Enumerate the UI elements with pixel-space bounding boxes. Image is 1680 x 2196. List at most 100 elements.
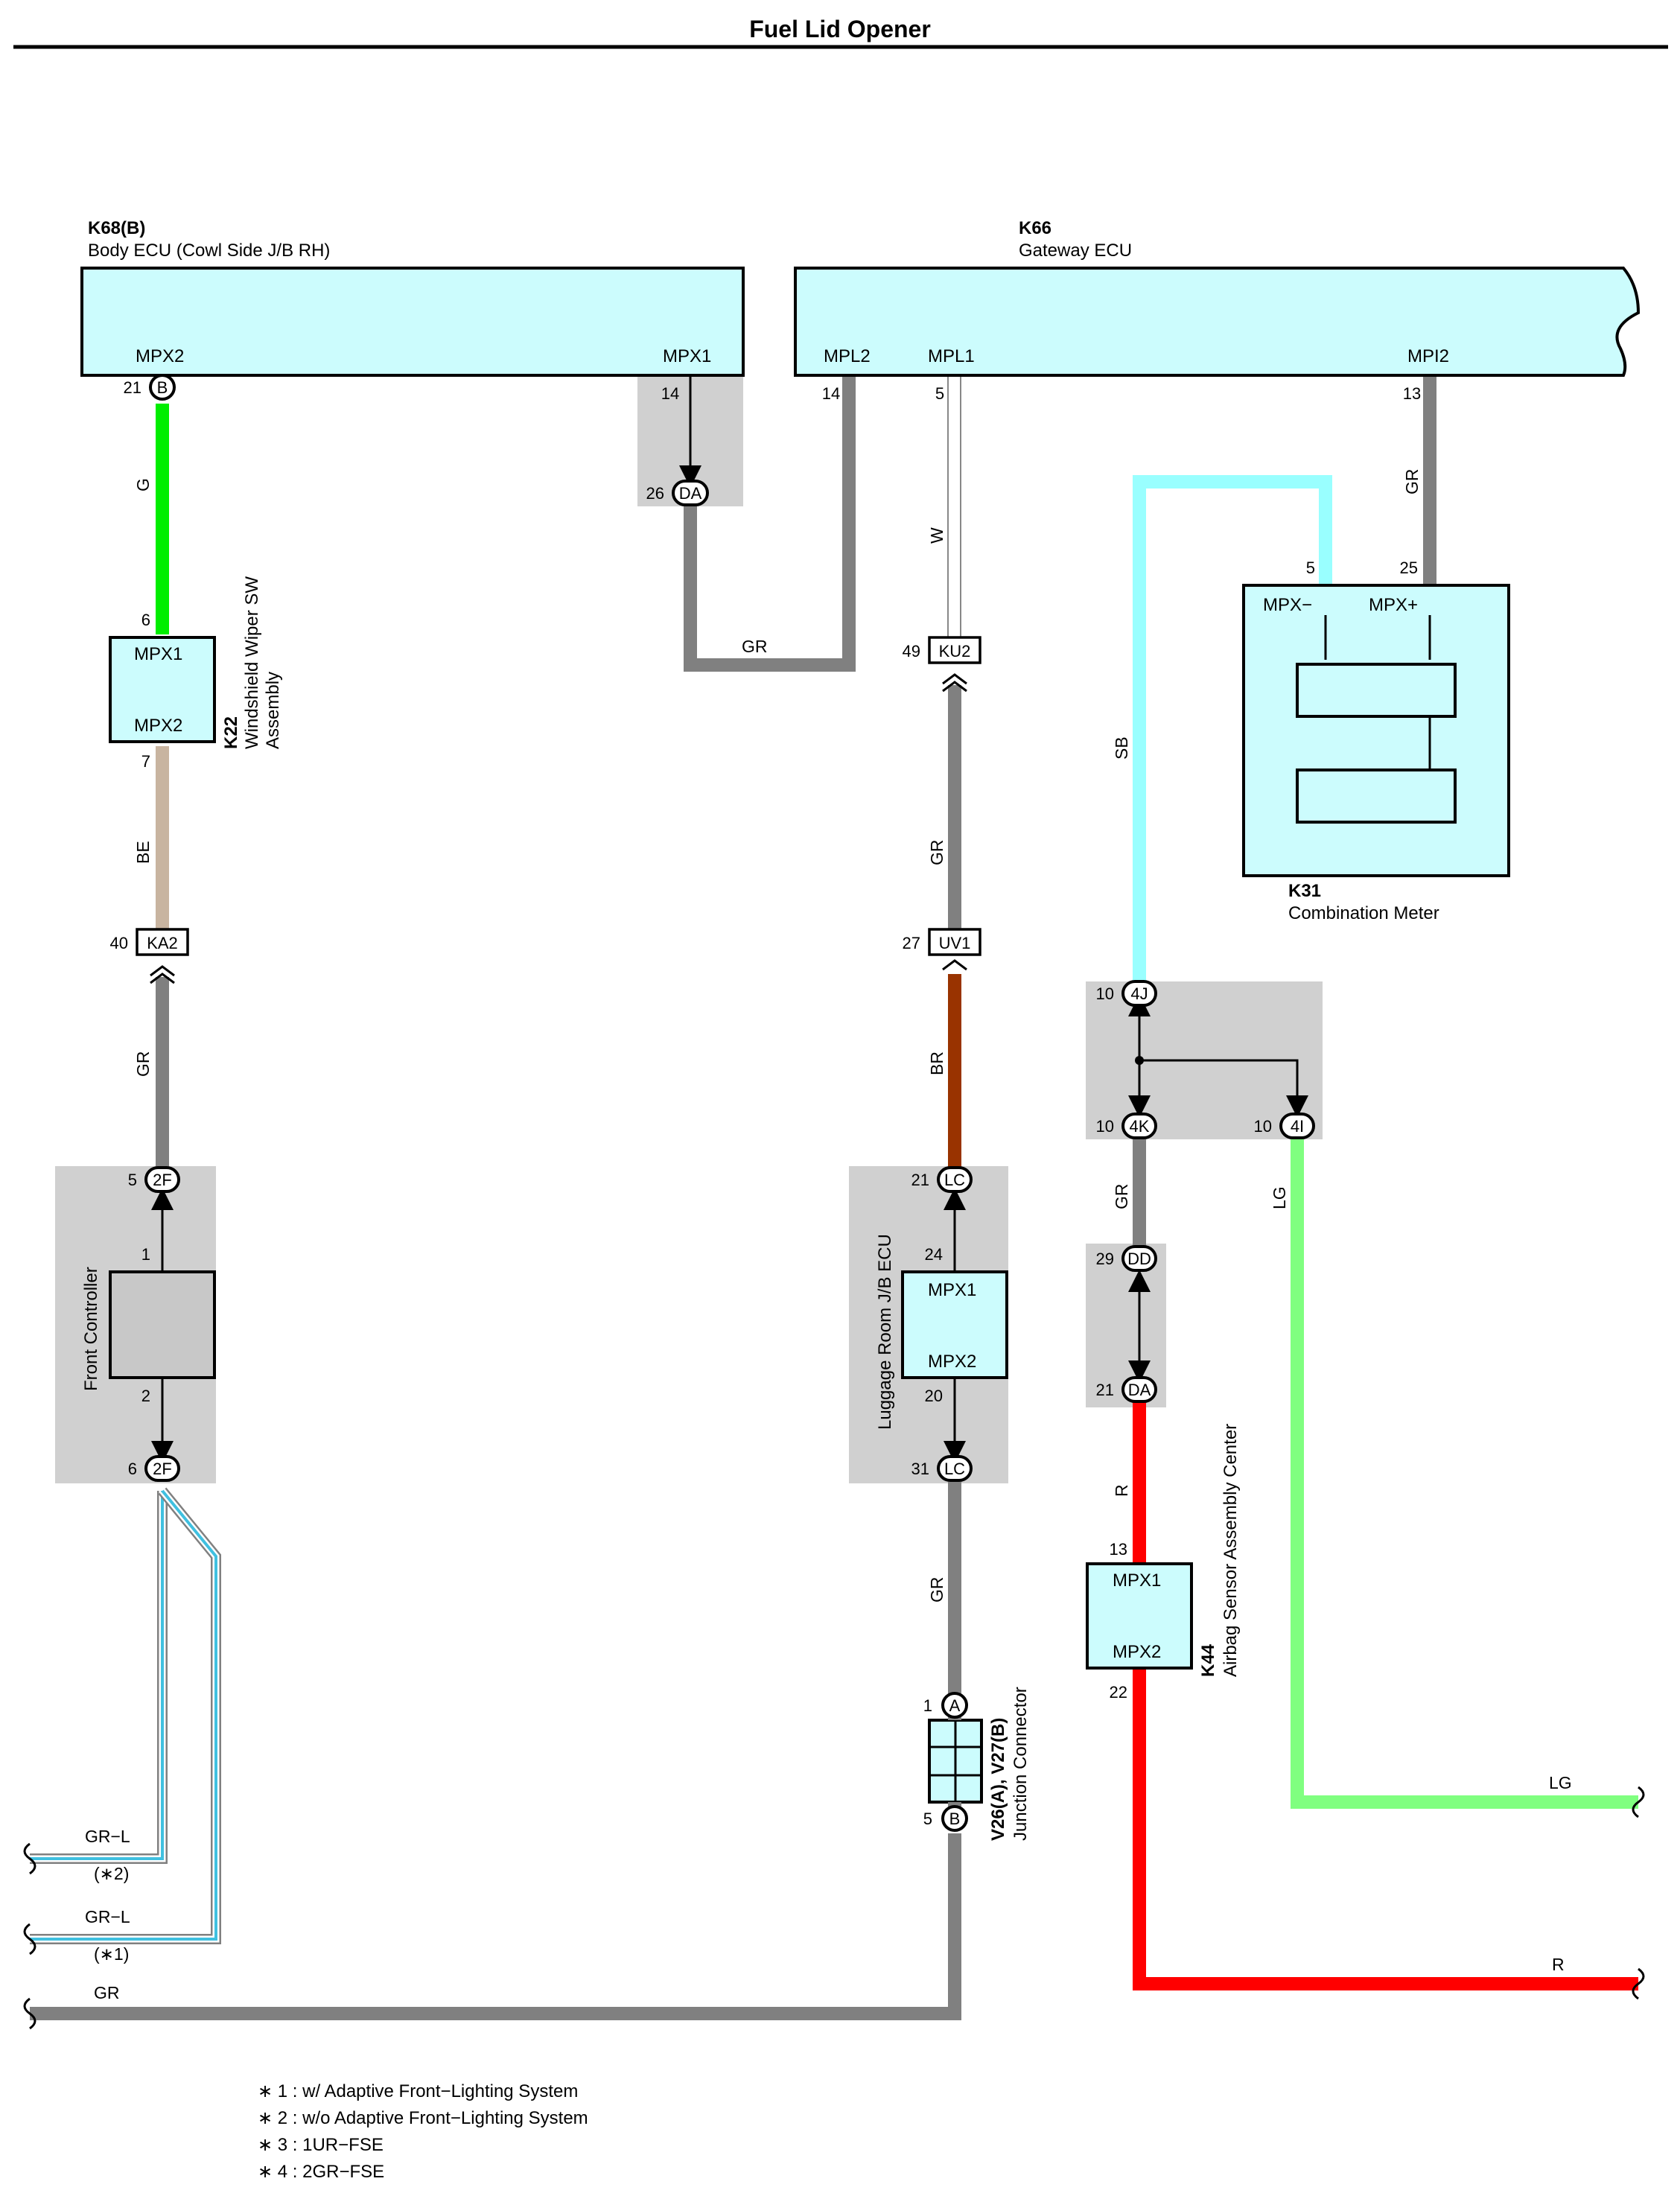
connector-b-pin: 21 [124, 378, 141, 397]
pin-mpi2-13: 13 [1403, 384, 1421, 403]
wiper-sw-box [109, 636, 216, 743]
connector-4k-id: 4K [1130, 1117, 1150, 1136]
wire-label-gr-lc: GR [927, 1577, 946, 1603]
meter-name: Combination Meter [1288, 903, 1439, 923]
wire-label-gr-meter: GR [1402, 469, 1422, 495]
connector-2f-top-id: 2F [153, 1171, 172, 1189]
pin-fc-1: 1 [141, 1245, 150, 1264]
airbag-name: Airbag Sensor Assembly Center [1221, 1424, 1241, 1677]
break-lg [1632, 1786, 1645, 1818]
connector-lc-bottom-id: LC [944, 1460, 965, 1478]
gateway-ecu-mpl1: MPL1 [928, 346, 975, 366]
wiper-sw-code: K22 [221, 716, 241, 749]
break-grl-1 [23, 1923, 36, 1955]
meter-inner-box-2 [1296, 768, 1457, 824]
wire-grl-2-outer [30, 1491, 168, 1864]
airbag-mpx2: MPX2 [1113, 1642, 1161, 1662]
airbag-mpx1: MPX1 [1113, 1570, 1161, 1591]
connector-2f-top [144, 1166, 180, 1193]
chevron-ku2 [942, 673, 967, 693]
break-gr [23, 1997, 36, 2030]
connector-jc-b-pin: 5 [923, 1810, 932, 1828]
chevron-uv1 [942, 959, 967, 971]
luggage-ecu-mpx1: MPX1 [928, 1280, 976, 1300]
body-ecu-name: Body ECU (Cowl Side J/B RH) [88, 241, 330, 261]
pin-wiper-7: 7 [141, 752, 150, 771]
wire-label-r: R [1112, 1484, 1131, 1497]
front-controller-name: Front Controller [81, 1267, 101, 1391]
wire-label-grl-2: GR−L [85, 1827, 130, 1846]
connector-4k-pin: 10 [1096, 1117, 1114, 1136]
airbag-center-box [1086, 1562, 1193, 1670]
pin-mpl2-14: 14 [822, 384, 840, 403]
wire-label-gr-mid: GR [742, 637, 768, 656]
body-ecu-mpx2: MPX2 [136, 346, 184, 366]
body-ecu-box [80, 267, 745, 377]
connector-2f-bottom-pin: 6 [128, 1460, 137, 1478]
meter-code: K31 [1288, 881, 1321, 901]
connector-dd-id: DD [1127, 1250, 1151, 1268]
pin-mpx1-14: 14 [661, 384, 679, 403]
connector-ku2 [928, 636, 981, 664]
wire-grl-1-core [30, 1489, 217, 1941]
pin-mpl1-5: 5 [935, 384, 944, 403]
connector-dd-pin: 29 [1096, 1250, 1114, 1268]
connector-2f-bottom-id: 2F [153, 1460, 172, 1478]
body-ecu-mpx1: MPX1 [663, 346, 711, 366]
connector-da-21 [1121, 1376, 1157, 1403]
connector-b-id: B [157, 378, 168, 397]
wire-gr-bottom [30, 1833, 961, 2020]
connector-lc-top-pin: 21 [911, 1171, 929, 1189]
wire-label-grl-1: GR−L [85, 1907, 130, 1926]
pin-lug-20: 20 [925, 1387, 943, 1405]
luggage-ecu-mpx2: MPX2 [928, 1352, 976, 1372]
wire-label-lg-end: LG [1549, 1773, 1572, 1792]
connector-jc-b-id: B [949, 1810, 961, 1828]
junction-connector-name: Junction Connector [1011, 1687, 1031, 1841]
diagram-title: Fuel Lid Opener [749, 16, 931, 42]
wire-label-sb: SB [1112, 736, 1131, 760]
gateway-ecu-code: K66 [1019, 218, 1051, 238]
connector-4i-id: 4I [1291, 1117, 1304, 1136]
front-controller-box [109, 1270, 216, 1379]
connector-ka2-id: KA2 [147, 934, 178, 952]
note-3: ∗ 3 : 1UR−FSE [258, 2135, 384, 2155]
airbag-code: K44 [1198, 1643, 1218, 1677]
connector-4j-pin: 10 [1096, 984, 1114, 1003]
wire-label-r-end: R [1552, 1955, 1565, 1974]
wire-sb [1133, 475, 1332, 983]
meter-mpx-plus: MPX+ [1369, 595, 1418, 615]
wire-gr-mid [684, 375, 856, 672]
connector-dd [1121, 1245, 1157, 1272]
connector-ka2-pin: 40 [110, 934, 128, 952]
gateway-ecu-mpl2: MPL2 [824, 346, 871, 366]
wire-label-gr-ku: GR [927, 840, 946, 866]
wire-label-gr-4k: GR [1112, 1184, 1131, 1210]
body-ecu-code: K68(B) [88, 218, 145, 238]
connector-uv1-id: UV1 [939, 934, 971, 952]
wire-label-gr-bottom: GR [94, 1983, 120, 2002]
note-4: ∗ 4 : 2GR−FSE [258, 2162, 384, 2182]
pin-air-22: 22 [1110, 1683, 1127, 1702]
break-r [1632, 1967, 1645, 2000]
pin-meter-25: 25 [1400, 558, 1418, 577]
pin-meter-5: 5 [1306, 558, 1315, 577]
wiper-sw-name1: Windshield Wiper SW [242, 576, 262, 749]
gateway-ecu-mpi2: MPI2 [1407, 346, 1449, 366]
break-grl-2 [23, 1842, 36, 1875]
connector-uv1 [928, 928, 981, 956]
pin-fc-2: 2 [141, 1387, 150, 1405]
wiper-sw-mpx1: MPX1 [134, 644, 182, 664]
meter-mpx-minus: MPX− [1263, 595, 1312, 615]
connector-ka2 [136, 928, 189, 956]
connector-da-26 [672, 480, 709, 506]
connector-4j [1121, 980, 1157, 1007]
combination-meter-box [1242, 584, 1510, 877]
wiper-sw-mpx2: MPX2 [134, 716, 182, 736]
connector-lc-bottom-pin: 31 [911, 1460, 929, 1478]
pin-lug-24: 24 [925, 1245, 943, 1264]
note-2: ∗ 2 : w/o Adaptive Front−Lighting System [258, 2108, 588, 2128]
wire-label-lg: LG [1270, 1186, 1289, 1209]
connector-ku2-id: KU2 [939, 642, 971, 661]
